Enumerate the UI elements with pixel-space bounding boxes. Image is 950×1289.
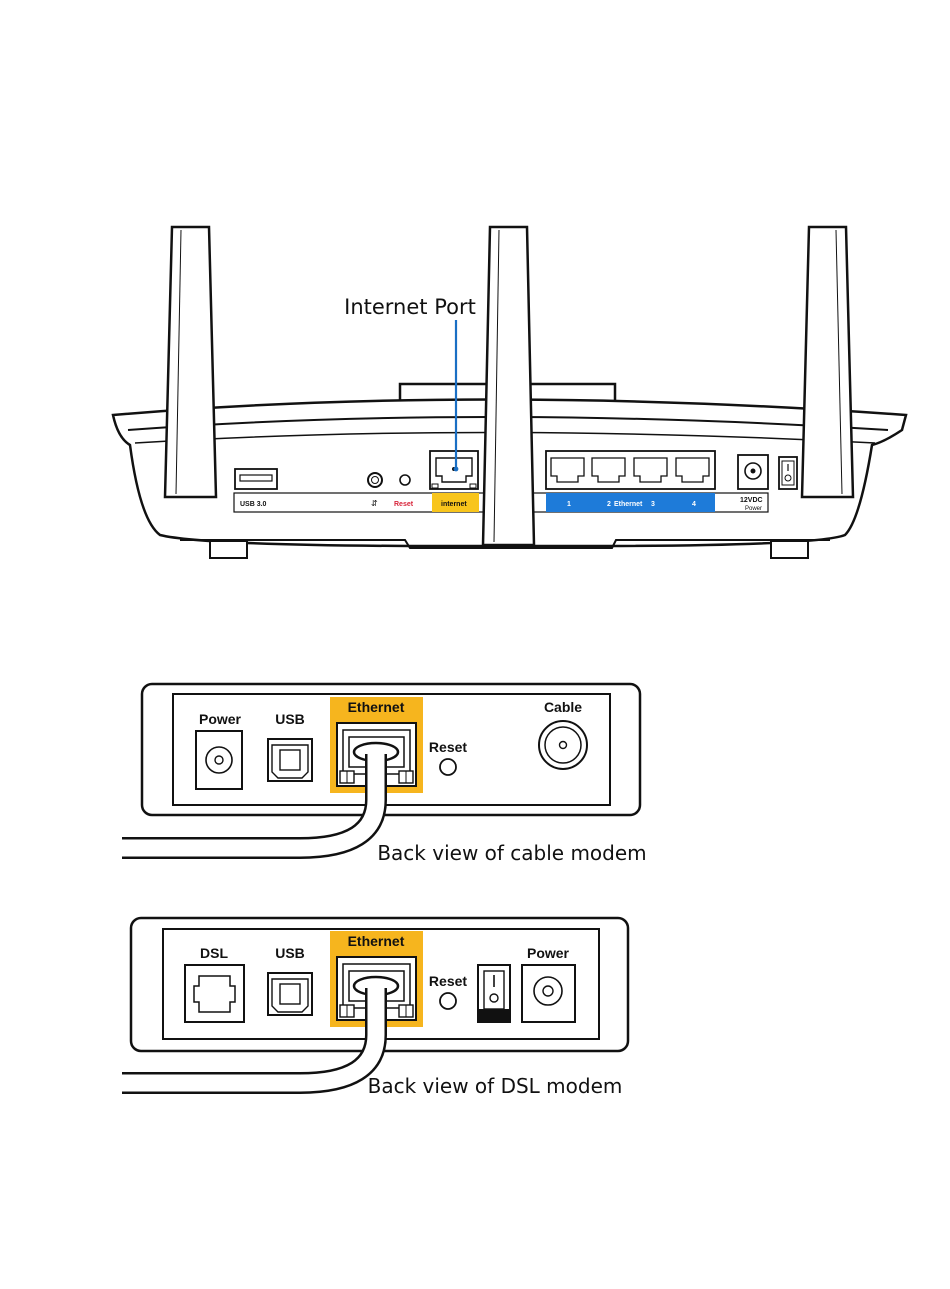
- cable-ethernet-label: Ethernet: [348, 699, 405, 715]
- power-small-label: Power: [745, 506, 762, 512]
- dsl-modem-back-view: DSL USB Ethernet Reset Power: [122, 918, 628, 1098]
- usb-port-slot-icon: [240, 475, 272, 481]
- cable-reset-label: Reset: [429, 739, 467, 755]
- antenna-center: [483, 227, 534, 545]
- dsl-modem-caption: Back view of DSL modem: [368, 1074, 623, 1098]
- wps-symbol: ⇵: [371, 499, 378, 508]
- cable-modem-caption: Back view of cable modem: [377, 841, 646, 865]
- dsl-reset-label: Reset: [429, 973, 467, 989]
- wps-button-icon: [368, 473, 382, 487]
- eth-4-label: 4: [692, 501, 696, 508]
- internet-label: internet: [441, 501, 467, 508]
- router-foot-right: [771, 541, 808, 558]
- reset-label: Reset: [394, 501, 414, 508]
- cable-usb-label: USB: [275, 711, 305, 727]
- eth-3-label: 3: [651, 501, 655, 508]
- cable-cable-label: Cable: [544, 699, 582, 715]
- power-jack-pin-icon: [751, 469, 756, 474]
- cable-power-label: Power: [199, 711, 242, 727]
- usb3-label: USB 3.0: [240, 501, 267, 508]
- ethernet-ports-icon: [546, 451, 715, 489]
- power-rating-label: 12VDC: [740, 497, 763, 504]
- router-foot-left: [210, 541, 247, 558]
- dsl-dsl-label: DSL: [200, 945, 228, 961]
- antenna-left: [165, 227, 216, 497]
- dsl-reset-button-icon: [440, 993, 456, 1009]
- eth-1-label: 1: [567, 501, 571, 508]
- router-back-view: USB 3.0 ⇵ Reset internet 1 2 Ethernet 3 …: [113, 227, 906, 558]
- eth-2-label: 2: [607, 501, 611, 508]
- dsl-usb-label: USB: [275, 945, 305, 961]
- internet-port-callout: Internet Port: [344, 295, 476, 319]
- ethernet-strip-label: Ethernet: [614, 501, 643, 508]
- dsl-power-label: Power: [527, 945, 570, 961]
- cable-modem-back-view: Power USB Ethernet Reset Cable: [122, 684, 647, 865]
- dsl-ethernet-label: Ethernet: [348, 933, 405, 949]
- reset-hole-icon: [400, 475, 410, 485]
- antenna-right: [802, 227, 853, 497]
- cable-reset-button-icon: [440, 759, 456, 775]
